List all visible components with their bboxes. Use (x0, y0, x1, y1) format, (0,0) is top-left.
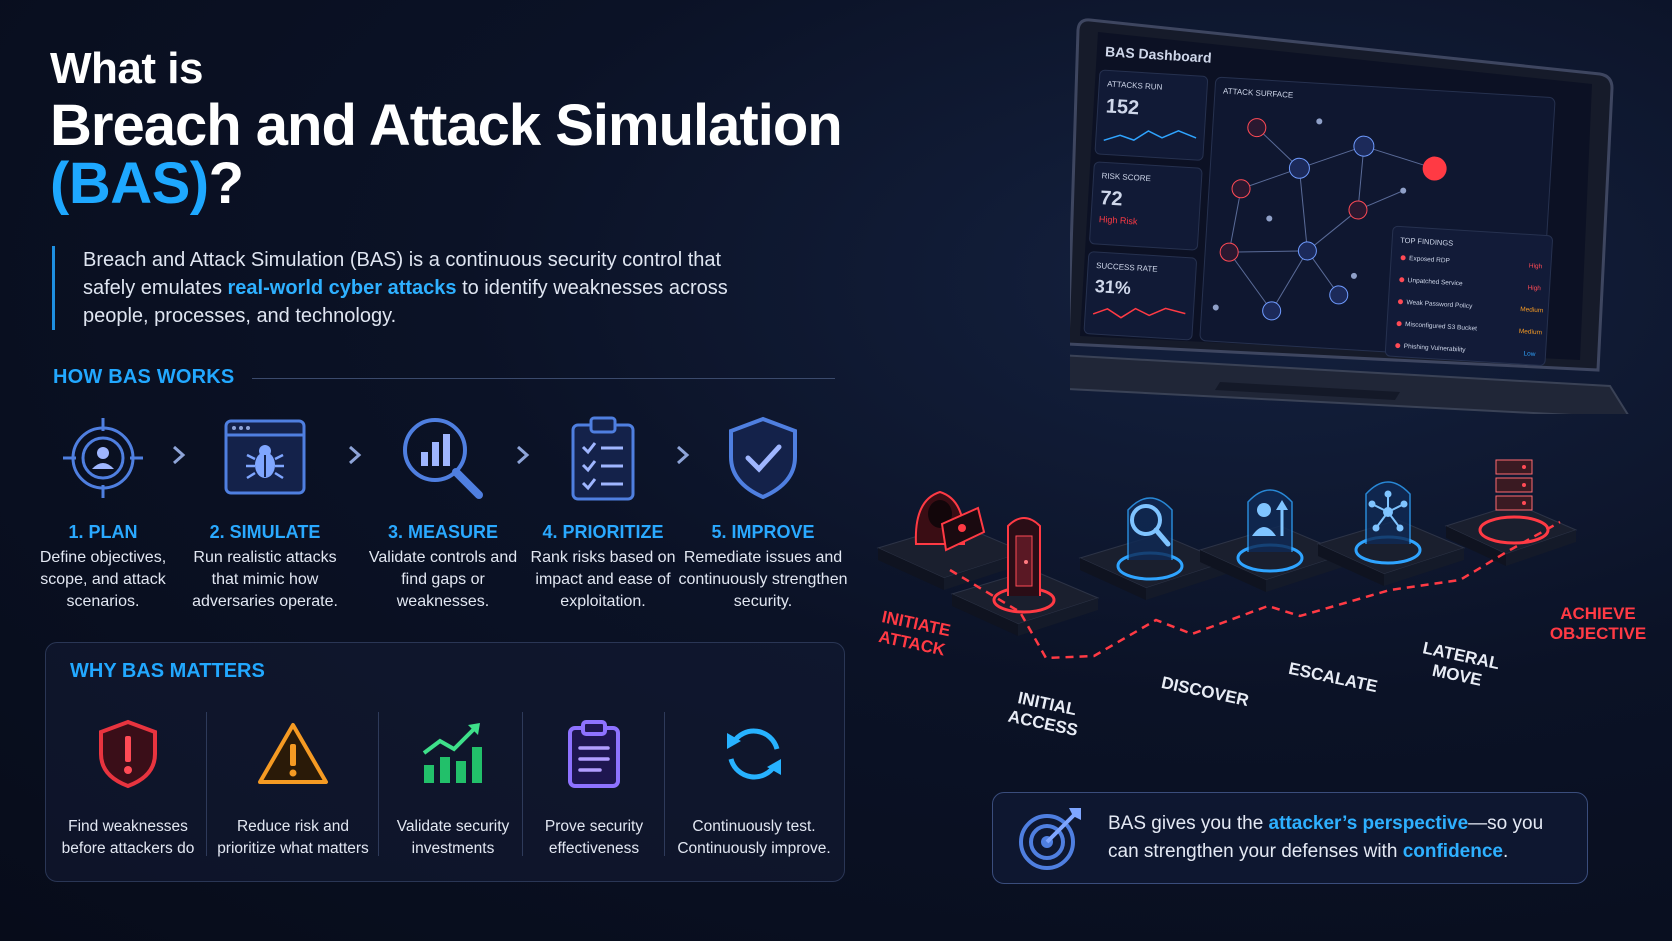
chevron-right-icon (677, 445, 690, 465)
door-icon (992, 517, 1056, 614)
warning-triangle-icon (214, 712, 372, 796)
chevron-right-icon (517, 445, 530, 465)
finding-name: Misconfigured S3 Bucket (1405, 321, 1477, 332)
why-item-validate-investments: Validate security investments (384, 712, 522, 860)
callout-text: BAS gives you the attacker’s perspective… (1108, 810, 1578, 866)
finding-name: Unpatched Service (1408, 277, 1464, 287)
callout-text-1: BAS gives you the (1108, 813, 1269, 834)
finding-name: Weak Password Policy (1406, 299, 1473, 310)
callout-text-3: . (1503, 841, 1509, 862)
attack-path-line (949, 520, 1561, 660)
attacks-run-label: ATTACKS RUN (1107, 79, 1163, 91)
why-item-label: Reduce risk and prioritize what matters (217, 818, 369, 857)
why-divider (522, 712, 523, 856)
title-line-3: (BAS)? (50, 150, 244, 218)
step-title: 4. PRIORITIZE (542, 522, 664, 542)
title-question-mark: ? (208, 151, 244, 216)
clipboard-checklist-icon (518, 410, 688, 506)
perspective-callout (992, 792, 1588, 884)
stage-achieve-objective: ACHIEVE OBJECTIVE (1549, 604, 1647, 643)
intro-paragraph: Breach and Attack Simulation (BAS) is a … (52, 246, 752, 330)
server-stack-icon (1478, 459, 1550, 545)
refresh-cycle-icon (668, 712, 840, 796)
intro-text-1: Breach and Attack Simulation (BAS) is a … (83, 249, 722, 299)
step-desc: Run realistic attacks that mimic how adv… (192, 549, 338, 610)
why-divider (206, 712, 207, 856)
finding-name: Exposed RDP (1409, 255, 1450, 264)
hacker-icon (914, 490, 986, 552)
step-title: 3. MEASURE (387, 522, 499, 542)
attack-path-diagram (876, 459, 1578, 660)
stage-platforms (876, 503, 1578, 636)
step-prioritize: 4. PRIORITIZE Rank risks based on impact… (518, 410, 688, 613)
finding-severity: Low (1523, 350, 1536, 358)
clipboard-report-icon (528, 712, 660, 796)
intro-text-2: to identify weaknesses across people, pr… (83, 277, 728, 327)
dashboard-title: BAS Dashboard (1105, 43, 1212, 65)
why-item-continuous: Continuously test. Continuously improve. (668, 712, 840, 860)
intro-highlight: real-world cyber attacks (227, 277, 457, 299)
step-measure: 3. MEASURE Validate controls and find ga… (358, 410, 528, 613)
why-divider (378, 712, 379, 856)
network-nodes-icon (1354, 481, 1422, 565)
heading-divider (252, 378, 835, 379)
why-item-prove-effectiveness: Prove security effectiveness (528, 712, 660, 860)
why-item-label: Validate security investments (396, 818, 510, 857)
why-divider (664, 712, 665, 856)
why-item-reduce-risk: Reduce risk and prioritize what matters (214, 712, 372, 860)
target-arrow-icon (1019, 808, 1081, 870)
callout-highlight-2: confidence (1402, 841, 1503, 862)
risk-score-status: High Risk (1099, 214, 1139, 226)
step-simulate: 2. SIMULATE Run realistic attacks that m… (180, 410, 350, 613)
title-line-2: Breach and Attack Simulation (50, 93, 843, 158)
risk-score-label: RISK SCORE (1101, 171, 1151, 183)
finding-name: Phishing Vulnerability (1404, 343, 1467, 354)
finding-severity: High (1527, 284, 1541, 292)
callout-highlight-1: attacker’s perspective (1268, 813, 1469, 834)
success-rate-value: 31% (1094, 276, 1131, 298)
why-bas-matters-heading: WHY BAS MATTERS (70, 660, 265, 682)
finding-severity: High (1529, 262, 1543, 270)
growth-chart-icon (384, 712, 522, 796)
step-desc: Validate controls and find gaps or weakn… (368, 549, 518, 610)
attacks-run-value: 152 (1105, 95, 1140, 119)
attack-surface-label: ATTACK SURFACE (1223, 86, 1294, 99)
findings-list: Exposed RDP High Unpatched Service High … (1395, 255, 1544, 358)
step-plan: 1. PLAN Define objectives, scope, and at… (18, 410, 188, 613)
step-title: 5. IMPROVE (711, 522, 815, 542)
shield-alert-icon (58, 712, 198, 796)
risk-score-value: 72 (1100, 187, 1124, 210)
chevron-right-icon (349, 445, 362, 465)
success-rate-label: SUCCESS RATE (1096, 261, 1158, 274)
attack-surface-nodes (1212, 118, 1447, 321)
user-escalate-icon (1236, 489, 1304, 573)
why-item-label: Find weaknesses before attackers do (61, 818, 195, 857)
why-item-label: Prove security effectiveness (544, 818, 644, 857)
how-bas-works-heading: HOW BAS WORKS (53, 366, 235, 388)
chevron-right-icon (173, 445, 186, 465)
step-title: 1. PLAN (68, 522, 138, 542)
step-desc: Remediate issues and continuously streng… (678, 549, 848, 610)
why-item-find-weaknesses: Find weaknesses before attackers do (58, 712, 198, 860)
step-improve: 5. IMPROVE Remediate issues and continuo… (678, 410, 848, 613)
callout-text-2: —so you can strengthen your defenses wit… (1108, 813, 1544, 862)
bas-dashboard-laptop: BAS Dashboard ATTACKS RUN 152 RISK SCORE… (1070, 18, 1629, 414)
magnifier-chart-icon (358, 410, 528, 506)
why-item-label: Continuously test. Continuously improve. (677, 818, 831, 857)
step-title: 2. SIMULATE (209, 522, 321, 542)
magnifier-icon (1116, 497, 1184, 581)
finding-severity: Medium (1520, 306, 1544, 314)
step-desc: Rank risks based on impact and ease of e… (530, 549, 676, 610)
step-desc: Define objectives, scope, and attack sce… (39, 549, 167, 610)
title-acronym: (BAS) (50, 151, 209, 216)
finding-severity: Medium (1519, 328, 1543, 336)
top-findings-label: TOP FINDINGS (1400, 236, 1454, 248)
target-user-icon (18, 410, 188, 506)
bug-window-icon (180, 410, 350, 506)
shield-check-icon (678, 410, 848, 506)
title-line-1: What is (50, 44, 203, 93)
